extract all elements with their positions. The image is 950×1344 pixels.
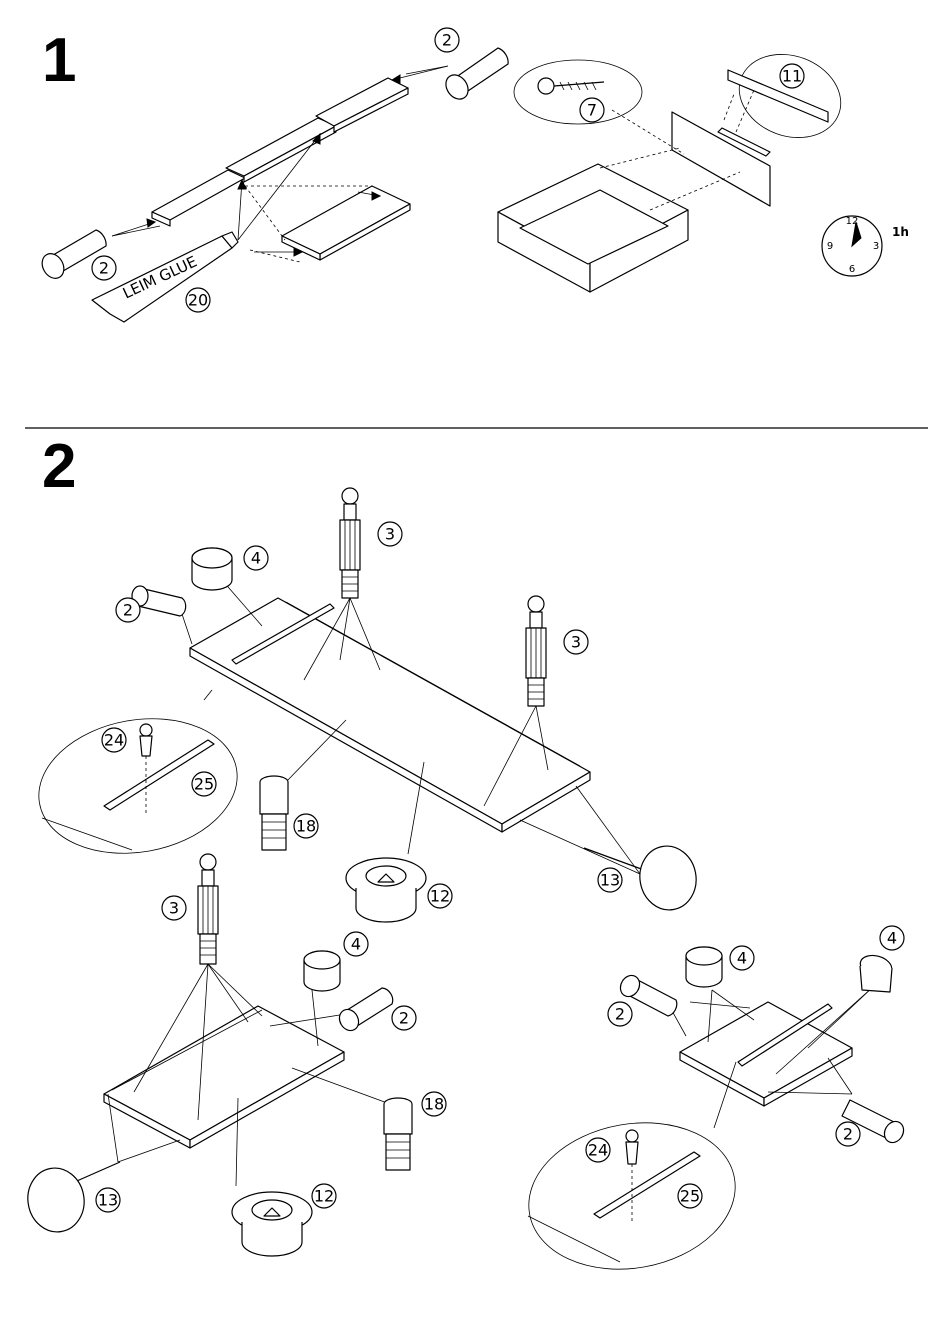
step1-right-assembly [498, 94, 770, 292]
svg-text:2: 2 [843, 1125, 853, 1144]
connector-bolt [526, 596, 546, 706]
furniture-foot [346, 858, 426, 922]
svg-text:25: 25 [194, 775, 214, 794]
callout-s2-dowel-r1: 2 [608, 1002, 632, 1026]
svg-text:24: 24 [588, 1141, 608, 1160]
svg-text:7: 7 [587, 101, 597, 120]
callout-s2-bush-a: 18 [294, 814, 318, 838]
callout-s2-leg-b: 13 [96, 1188, 120, 1212]
cam-lock [686, 947, 722, 987]
svg-text:20: 20 [188, 291, 208, 310]
svg-text:4: 4 [737, 949, 747, 968]
rail-detail-bubble [517, 1107, 747, 1285]
bushing [260, 776, 288, 850]
board-segment [316, 78, 408, 132]
callout-s1-rail: 11 [780, 64, 804, 88]
connector-bolt [340, 488, 360, 598]
clock-dial-9: 9 [827, 241, 833, 252]
callout-s2-rail-detail-a: 25 [192, 772, 216, 796]
furniture-foot [232, 1192, 312, 1256]
svg-text:3: 3 [385, 525, 395, 544]
svg-text:4: 4 [251, 549, 261, 568]
callout-s2-bolt-a: 3 [378, 522, 402, 546]
cam-lock [304, 951, 340, 991]
callout-s1-dowel-left: 2 [92, 256, 116, 280]
svg-text:2: 2 [442, 31, 452, 50]
clock-dial-3: 3 [873, 241, 879, 252]
clock-icon: 12 3 6 9 1h [822, 216, 909, 276]
screw-detail-bubble [514, 60, 642, 124]
svg-text:4: 4 [351, 935, 361, 954]
svg-text:13: 13 [600, 871, 620, 890]
callout-s2-cam-r2: 4 [880, 926, 904, 950]
callout-s2-foot-a: 12 [428, 884, 452, 908]
rail-detail-bubble [727, 41, 852, 152]
svg-text:4: 4 [887, 929, 897, 948]
svg-text:12: 12 [314, 1187, 334, 1206]
glue-tube: LEIM GLUE [92, 232, 238, 322]
board-short [282, 186, 410, 260]
callout-s2-dowel-mid: 2 [392, 1006, 416, 1030]
cam-lock [858, 952, 894, 992]
clock-dial-6: 6 [849, 264, 855, 275]
svg-text:2: 2 [399, 1009, 409, 1028]
svg-text:13: 13 [98, 1191, 118, 1210]
svg-text:2: 2 [123, 601, 133, 620]
callout-s2-bolt-b: 3 [564, 630, 588, 654]
callout-s2-foot-b: 12 [312, 1184, 336, 1208]
callout-s2-cam-r1: 4 [730, 946, 754, 970]
svg-text:25: 25 [680, 1187, 700, 1206]
callout-s2-bolt-c: 3 [162, 896, 186, 920]
callout-s1-dowel-top: 2 [435, 28, 459, 52]
callout-s2-screw-detail-a: 24 [102, 728, 126, 752]
dowel-pin [441, 48, 508, 103]
step1-left-assembly [112, 66, 448, 262]
svg-text:18: 18 [296, 817, 316, 836]
svg-text:2: 2 [99, 259, 109, 278]
svg-text:11: 11 [782, 67, 802, 86]
dowel-pin [336, 988, 393, 1034]
svg-text:24: 24 [104, 731, 124, 750]
svg-text:3: 3 [169, 899, 179, 918]
small-panel-right [680, 1002, 852, 1106]
small-panel-left [104, 1006, 344, 1148]
callout-s2-cam-top: 4 [244, 546, 268, 570]
callout-s2-rail-detail-b: 25 [678, 1184, 702, 1208]
cam-lock [192, 548, 232, 590]
bushing [384, 1098, 412, 1170]
callout-s2-dowel-top: 2 [116, 598, 140, 622]
callout-s1-glue: 20 [186, 288, 210, 312]
callout-s2-bush-b: 18 [422, 1092, 446, 1116]
callout-s2-leg-a: 13 [598, 868, 622, 892]
svg-text:18: 18 [424, 1095, 444, 1114]
svg-text:2: 2 [615, 1005, 625, 1024]
callout-s2-dowel-r2: 2 [836, 1122, 860, 1146]
connector-bolt [198, 854, 218, 964]
callout-s2-cam-mid: 4 [344, 932, 368, 956]
clock-dial-12: 12 [846, 216, 859, 227]
callout-s1-screw: 7 [580, 98, 604, 122]
svg-text:3: 3 [571, 633, 581, 652]
board-segment [152, 170, 245, 226]
board-segment [226, 118, 336, 182]
callout-s2-screw-detail-b: 24 [586, 1138, 610, 1162]
svg-text:12: 12 [430, 887, 450, 906]
clock-duration-label: 1h [892, 225, 909, 239]
